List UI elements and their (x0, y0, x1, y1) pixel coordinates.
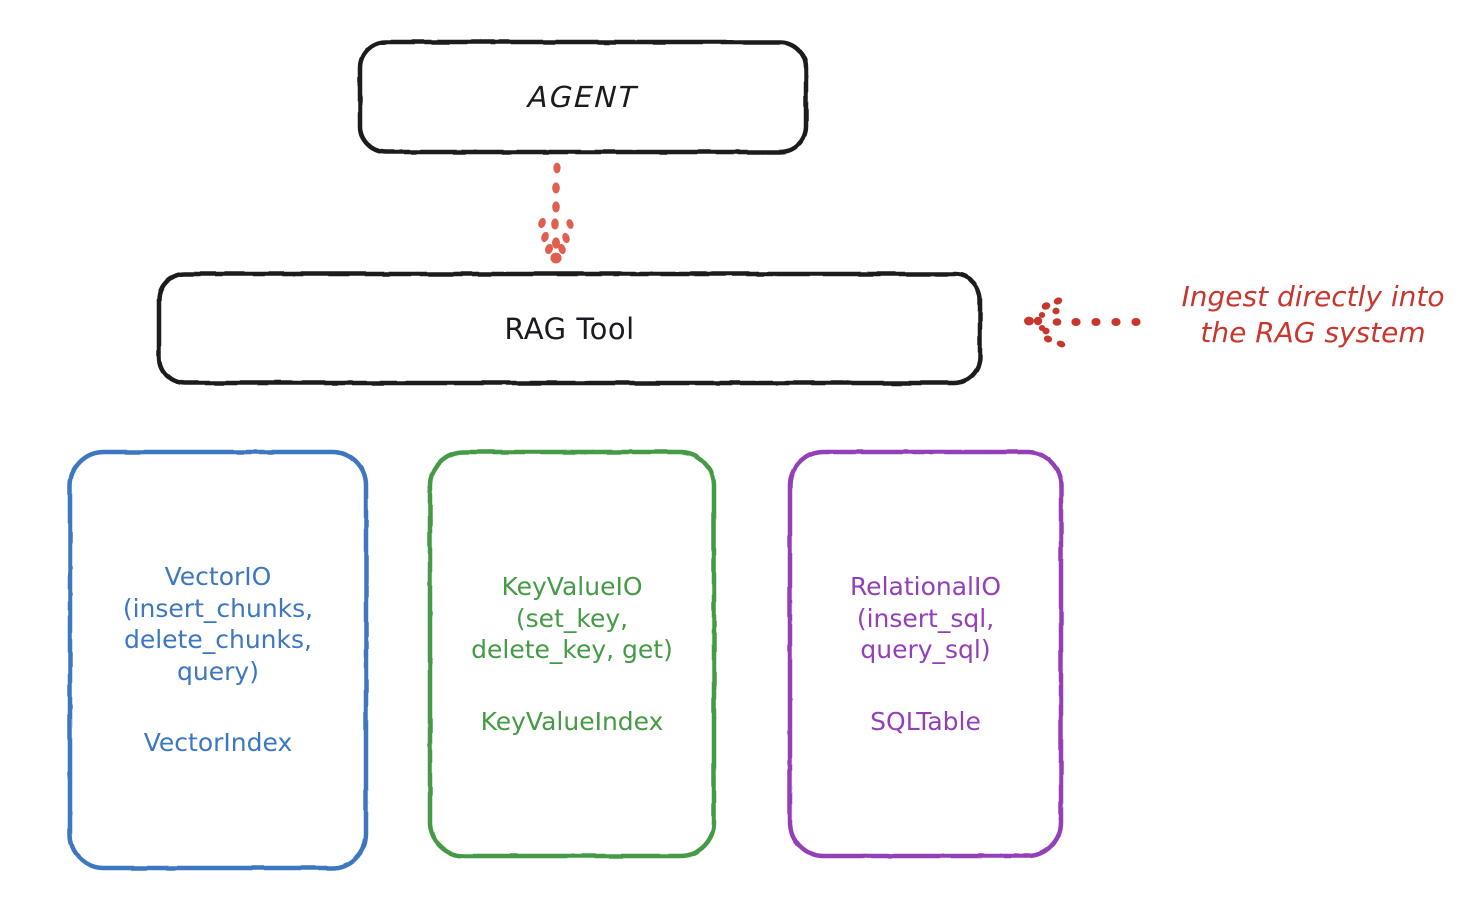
key-value-io-box-outline (427, 449, 717, 859)
key-value-io-node[interactable]: KeyValueIO (set_key, delete_key, get) Ke… (428, 450, 716, 858)
vector-io-api-label: VectorIO (insert_chunks, delete_chunks, … (122, 562, 314, 686)
key-value-io-api-label: KeyValueIO (set_key, delete_key, get) (471, 572, 673, 664)
agent-to-rag-arrow (538, 162, 574, 264)
relational-io-node[interactable]: RelationalIO (insert_sql, query_sql) SQL… (788, 450, 1063, 858)
key-value-io-index-label: KeyValueIndex (480, 706, 664, 736)
relational-io-box-outline (787, 449, 1064, 859)
vector-io-index-label: VectorIndex (143, 728, 293, 758)
rag-tool-box-outline (156, 271, 983, 386)
rag-tool-label: RAG Tool (504, 311, 635, 346)
relational-io-api-label: RelationalIO (insert_sql, query_sql) (849, 572, 1002, 664)
rag-tool-node[interactable]: RAG Tool (157, 272, 982, 385)
agent-box-outline (357, 39, 809, 155)
ingest-annotation: Ingest directly into the RAG system (1181, 280, 1445, 350)
vector-io-box-outline (67, 449, 369, 871)
relational-io-index-label: SQLTable (870, 706, 981, 736)
agent-label: AGENT (527, 80, 639, 114)
ingest-to-rag-arrow (1024, 297, 1141, 348)
vector-io-node[interactable]: VectorIO (insert_chunks, delete_chunks, … (68, 450, 368, 870)
agent-node[interactable]: AGENT (358, 40, 808, 154)
